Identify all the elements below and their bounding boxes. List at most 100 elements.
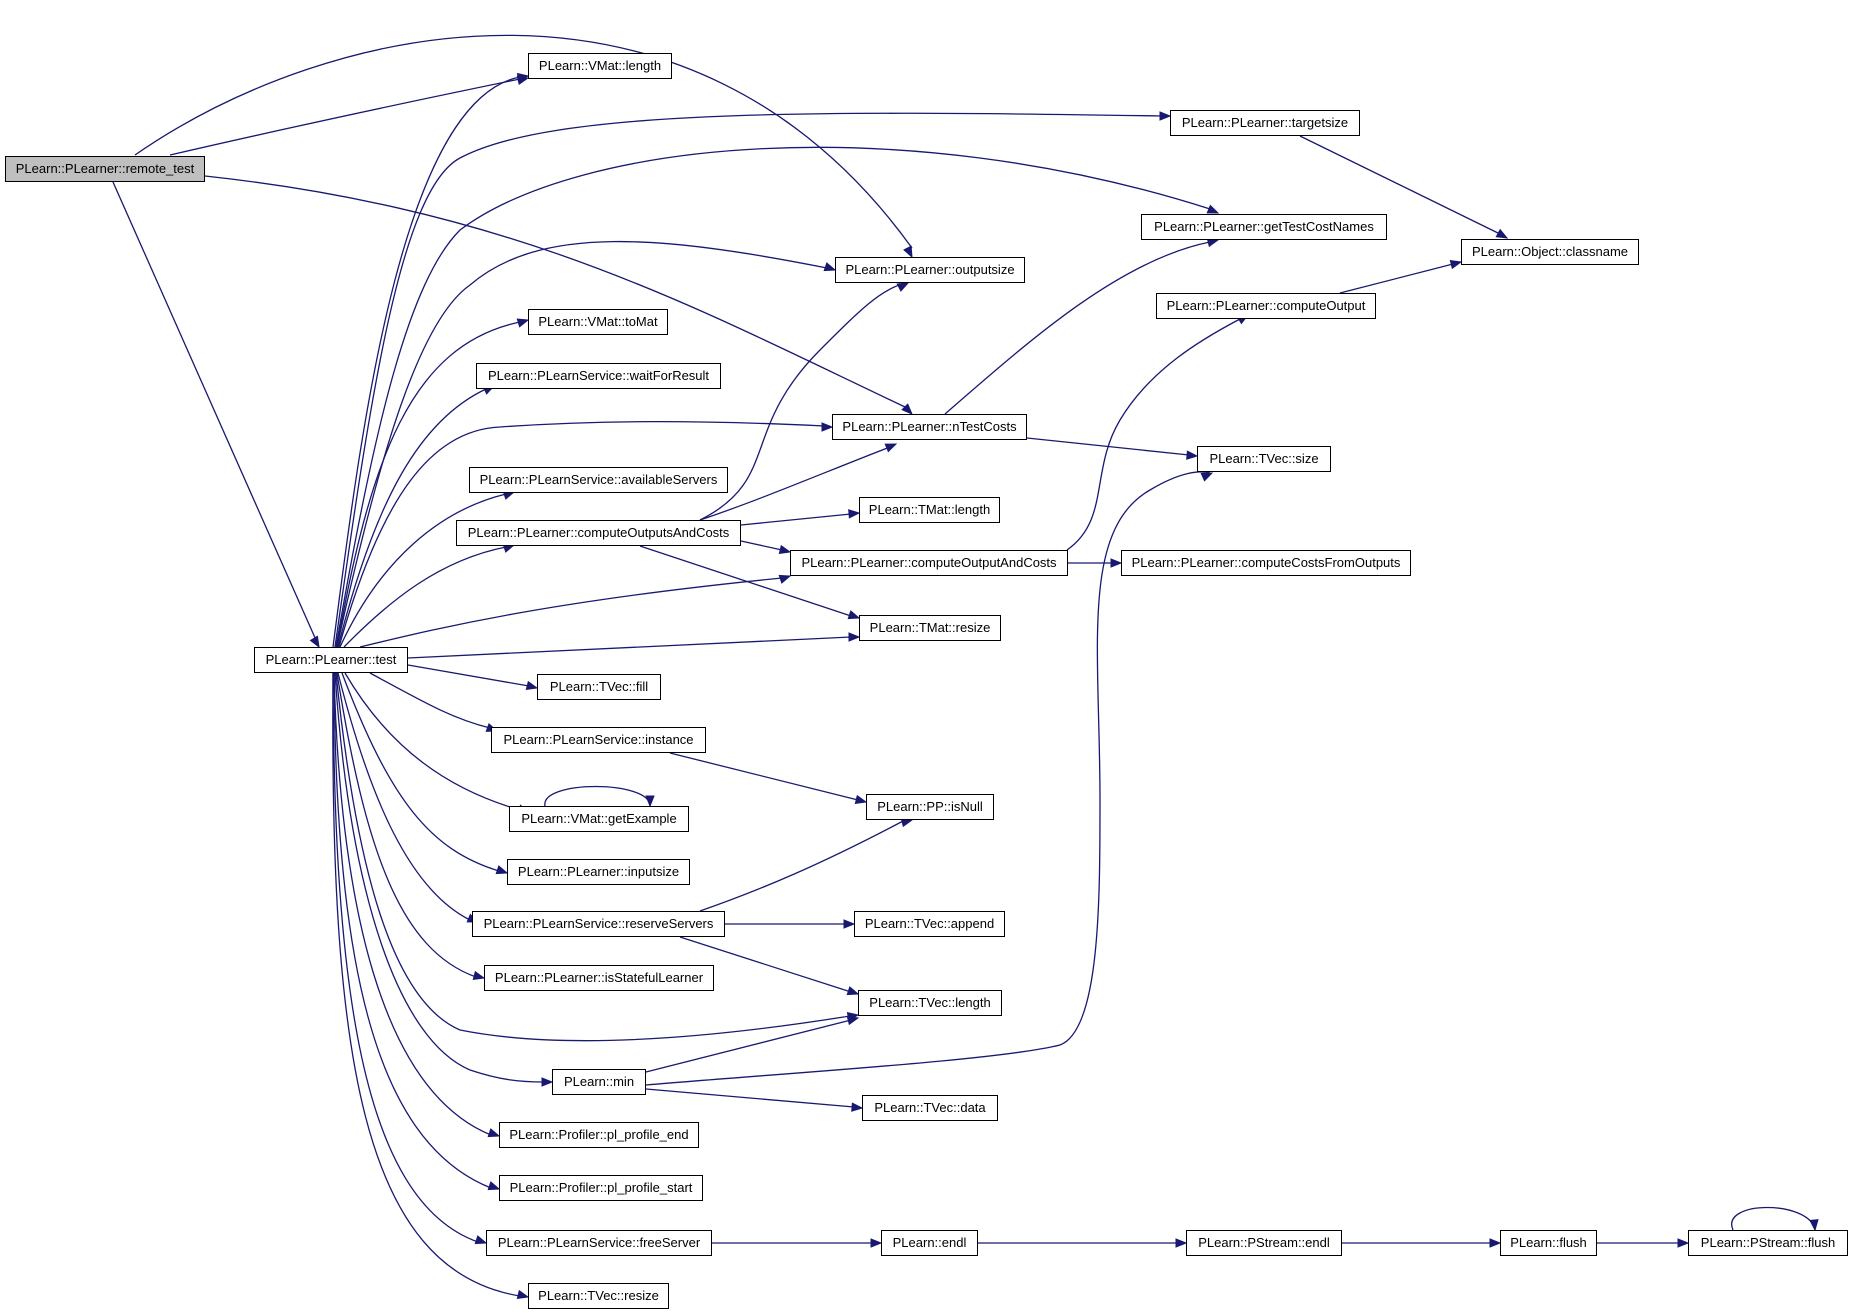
edge-line bbox=[1339, 263, 1454, 294]
node-pp-isnull[interactable]: PLearn::PP::isNull bbox=[866, 794, 994, 820]
node-pl-profile-end[interactable]: PLearn::Profiler::pl_profile_end bbox=[499, 1122, 699, 1148]
edge-arrowhead bbox=[847, 610, 861, 620]
edge-arrowhead bbox=[1809, 1219, 1819, 1232]
edge-arrowhead bbox=[516, 318, 530, 328]
edge-reserve-append bbox=[725, 919, 856, 929]
edge-arrowhead bbox=[472, 970, 486, 981]
edge-line bbox=[338, 420, 825, 648]
edge-min-tvecSize bbox=[645, 471, 1214, 1086]
edge-arrowhead bbox=[474, 1235, 488, 1245]
node-tvec-data[interactable]: PLearn::TVec::data bbox=[862, 1095, 998, 1121]
node-compute-output-and-costs[interactable]: PLearn::PLearner::computeOutputAndCosts bbox=[790, 550, 1068, 576]
node-n-test-costs[interactable]: PLearn::PLearner::nTestCosts bbox=[832, 414, 1027, 440]
edge-arrowhead bbox=[309, 635, 320, 649]
edge-arrowhead bbox=[778, 574, 792, 584]
edge-test-tvecFill bbox=[407, 664, 539, 691]
edge-test-computeOutputsAndCosts bbox=[343, 543, 516, 648]
edge-arrowhead bbox=[516, 1289, 530, 1300]
edge-arrowhead bbox=[1449, 259, 1463, 270]
node-test[interactable]: PLearn::PLearner::test bbox=[254, 647, 408, 673]
edge-arrowhead bbox=[1175, 1238, 1188, 1248]
node-instance[interactable]: PLearn::PLearnService::instance bbox=[491, 727, 706, 753]
edge-line bbox=[344, 672, 521, 811]
node-pstream-endl[interactable]: PLearn::PStream::endl bbox=[1186, 1230, 1342, 1256]
edge-arrowhead bbox=[848, 509, 861, 519]
edge-line bbox=[669, 752, 859, 801]
edge-arrowhead bbox=[896, 282, 910, 292]
node-remote-test[interactable]: PLearn::PLearner::remote_test bbox=[5, 156, 205, 182]
edge-arrowhead bbox=[846, 1015, 860, 1026]
edge-arrowhead bbox=[823, 262, 837, 272]
edge-arrowhead bbox=[541, 1077, 554, 1087]
node-vmat-length[interactable]: PLearn::VMat::length bbox=[528, 53, 672, 79]
edge-arrowhead bbox=[854, 794, 868, 805]
edge-line bbox=[134, 34, 913, 249]
node-flush[interactable]: PLearn::flush bbox=[1500, 1230, 1597, 1256]
edge-cac-computeCostsFromOutputs bbox=[1068, 558, 1123, 568]
edge-arrowhead bbox=[1110, 558, 1123, 568]
edge-line bbox=[336, 240, 828, 648]
node-object-classname[interactable]: PLearn::Object::classname bbox=[1461, 239, 1639, 265]
edge-line bbox=[336, 672, 477, 978]
edge-line bbox=[1066, 318, 1241, 551]
node-pl-profile-start[interactable]: PLearn::Profiler::pl_profile_start bbox=[499, 1175, 703, 1201]
edge-test-plProfileEnd bbox=[333, 672, 501, 1138]
node-available-servers[interactable]: PLearn::PLearnService::availableServers bbox=[469, 467, 728, 493]
edge-pstreamFlush-self bbox=[1731, 1206, 1819, 1232]
node-get-test-cost-names[interactable]: PLearn::PLearner::getTestCostNames bbox=[1141, 214, 1387, 240]
edge-arrowhead bbox=[846, 986, 860, 996]
node-endl[interactable]: PLearn::endl bbox=[881, 1230, 978, 1256]
node-is-stateful-learner[interactable]: PLearn::PLearner::isStatefulLearner bbox=[484, 965, 714, 991]
node-free-server[interactable]: PLearn::PLearnService::freeServer bbox=[486, 1230, 712, 1256]
edge-rt-ntestcosts bbox=[204, 175, 913, 415]
edge-test-inputsize bbox=[341, 672, 509, 875]
node-tvec-length[interactable]: PLearn::TVec::length bbox=[858, 990, 1002, 1016]
edge-line bbox=[645, 1088, 855, 1108]
node-outputsize[interactable]: PLearn::PLearner::outputsize bbox=[835, 257, 1025, 283]
node-tvec-size[interactable]: PLearn::TVec::size bbox=[1197, 446, 1331, 472]
node-compute-costs-from-outputs[interactable]: PLearn::PLearner::computeCostsFromOutput… bbox=[1121, 550, 1411, 576]
edge-line bbox=[169, 78, 521, 156]
edge-rt-vmatlength bbox=[169, 75, 530, 156]
node-pstream-flush[interactable]: PLearn::PStream::flush bbox=[1688, 1230, 1848, 1256]
node-reserve-servers[interactable]: PLearn::PLearnService::reserveServers bbox=[472, 911, 725, 937]
edge-test-computeOutputAndCosts bbox=[359, 574, 792, 648]
node-wait-for-result[interactable]: PLearn::PLearnService::waitForResult bbox=[476, 363, 721, 389]
edge-getExample-self bbox=[544, 785, 655, 808]
node-tvec-fill[interactable]: PLearn::TVec::fill bbox=[537, 674, 661, 700]
node-get-example[interactable]: PLearn::VMat::getExample bbox=[509, 806, 689, 832]
edge-rt-outputsize bbox=[134, 34, 913, 259]
edge-arrowhead bbox=[1677, 1238, 1690, 1248]
edge-line bbox=[339, 493, 507, 648]
edge-arrowhead bbox=[1495, 228, 1509, 239]
node-tvec-resize[interactable]: PLearn::TVec::resize bbox=[528, 1283, 669, 1309]
edge-line bbox=[336, 321, 521, 648]
edge-test-availableServers bbox=[339, 490, 516, 648]
node-vmat-tomat[interactable]: PLearn::VMat::toMat bbox=[528, 309, 668, 335]
edge-line bbox=[645, 471, 1211, 1086]
node-inputsize[interactable]: PLearn::PLearner::inputsize bbox=[507, 859, 690, 885]
edge-arrowhead bbox=[1489, 1238, 1502, 1248]
edge-arrowhead bbox=[495, 865, 509, 875]
node-compute-output[interactable]: PLearn::PLearner::computeOutput bbox=[1156, 293, 1376, 319]
node-tmat-length[interactable]: PLearn::TMat::length bbox=[859, 497, 1000, 523]
edge-targetsize-classname bbox=[1299, 135, 1509, 239]
edge-flush-pstreamFlush bbox=[1597, 1238, 1690, 1248]
node-min[interactable]: PLearn::min bbox=[552, 1069, 646, 1095]
edge-line bbox=[645, 1019, 852, 1073]
node-tmat-resize[interactable]: PLearn::TMat::resize bbox=[859, 615, 1001, 641]
edge-line bbox=[369, 672, 491, 729]
edge-line bbox=[335, 146, 1211, 648]
edge-line bbox=[699, 446, 891, 521]
edge-line bbox=[204, 175, 906, 408]
edge-computeOutput-classname bbox=[1339, 259, 1463, 294]
node-targetsize[interactable]: PLearn::PLearner::targetsize bbox=[1170, 110, 1360, 136]
edge-line bbox=[341, 672, 500, 872]
edge-arrowhead bbox=[843, 919, 856, 929]
node-tvec-append[interactable]: PLearn::TVec::append bbox=[854, 911, 1005, 937]
edge-test-isStatefulLearner bbox=[336, 672, 486, 981]
edge-line bbox=[740, 540, 783, 551]
node-compute-outputs-and-costs[interactable]: PLearn::PLearner::computeOutputsAndCosts bbox=[456, 520, 741, 546]
edge-test-nTestCosts bbox=[338, 420, 834, 648]
edge-line bbox=[333, 672, 492, 1136]
